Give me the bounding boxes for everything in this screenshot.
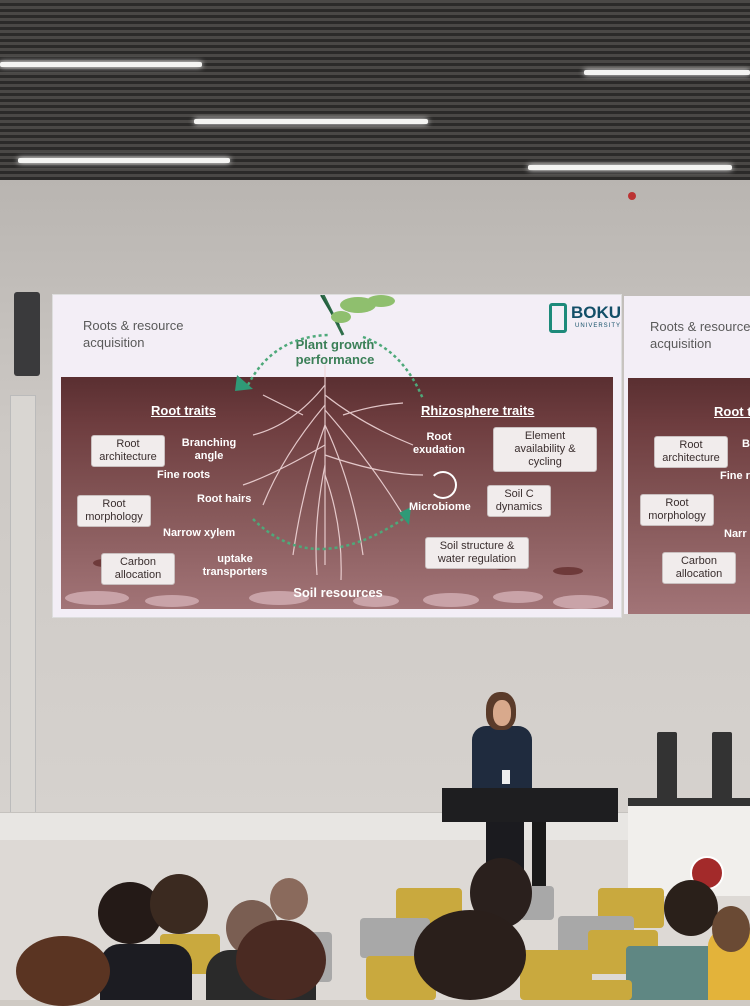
wall-speaker	[14, 292, 40, 376]
label-root-hairs: Root hairs	[197, 493, 252, 505]
ceiling	[0, 0, 750, 180]
box-root-morphology-2: Root morphology	[640, 494, 714, 526]
box-carbon-allocation: Carbon allocation	[101, 553, 175, 585]
boku-logo-icon	[549, 303, 567, 333]
plant-leaves	[320, 295, 395, 336]
logo-subtext: UNIVERSITY	[575, 323, 622, 329]
box-root-architecture: Root architecture	[91, 435, 165, 467]
ceiling-light	[584, 70, 750, 75]
audience-member	[414, 910, 526, 1000]
lanyard-badge	[502, 770, 510, 784]
logo-text: BOKU	[571, 303, 622, 322]
slide2-title-line2: acquisition	[650, 336, 712, 351]
box-carbon-allocation-2: Carbon allocation	[662, 552, 736, 584]
soil-stone	[423, 593, 479, 607]
alarm-light	[628, 192, 636, 200]
label-fine-roots: Fine roots	[157, 469, 211, 481]
soil-stone	[249, 591, 309, 605]
soil-stone	[65, 591, 129, 605]
slide-title-line2: acquisition	[83, 335, 145, 350]
plant-label-line2: performance	[295, 352, 375, 367]
box-soil-c-dynamics: Soil C dynamics	[487, 485, 551, 517]
rhizosphere-traits-heading: Rhizosphere traits	[421, 403, 535, 418]
label-narrow-xylem: Narrow xylem	[163, 527, 236, 539]
ceiling-light	[528, 165, 732, 170]
desk-speaker	[657, 732, 677, 806]
slide-title: Roots & resource acquisition	[83, 317, 183, 351]
box-element-availability: Element availability & cycling	[493, 427, 597, 472]
label-b-partial: B	[742, 438, 750, 450]
box-soil-structure: Soil structure & water regulation	[425, 537, 529, 569]
cycle-arrow-icon	[429, 471, 457, 499]
slide2-title-line1: Roots & resource	[650, 319, 750, 334]
soil-stone	[145, 595, 199, 607]
audience-member	[16, 936, 110, 1006]
root-traits-heading-partial: Root t	[714, 404, 750, 419]
slide-title-line1: Roots & resource	[83, 318, 184, 333]
label-root-exudation: Root exudation	[413, 431, 465, 456]
soil-resources-label: Soil resources	[293, 585, 383, 600]
label-microbiome: Microbiome	[409, 501, 471, 513]
slide2-title: Roots & resource acquisition	[650, 318, 750, 352]
ceiling-light	[18, 158, 230, 163]
audience-member	[712, 906, 750, 952]
audience-member-body	[100, 944, 192, 1000]
label-branching-angle: Branching angle	[181, 437, 237, 462]
plant-label-line1: Plant growth	[295, 337, 375, 352]
wall-pillar	[10, 395, 36, 817]
projection-screen-main: Roots & resource acquisition BOKU UNIVER…	[52, 294, 622, 618]
desk-speaker	[712, 732, 732, 806]
label-fine-roots-partial: Fine r	[720, 470, 750, 482]
root-system	[242, 365, 424, 581]
lectern	[442, 788, 618, 822]
presenter-desk	[628, 798, 750, 896]
soil-stone	[493, 591, 543, 603]
auditorium-seat	[536, 980, 632, 1000]
ceiling-light	[0, 62, 202, 67]
audience-member	[270, 878, 308, 920]
label-narrow-partial: Narr	[724, 528, 747, 540]
auditorium-seat	[626, 946, 712, 1000]
soil-stone	[553, 595, 609, 609]
box-root-morphology: Root morphology	[77, 495, 151, 527]
plant-growth-label: Plant growth performance	[275, 337, 395, 367]
cycle-arrows	[235, 333, 425, 551]
audience-member	[664, 880, 718, 936]
label-uptake-transporters: uptake transporters	[202, 553, 268, 578]
box-root-architecture-2: Root architecture	[654, 436, 728, 468]
root-traits-heading: Root traits	[151, 403, 216, 418]
ceiling-light	[194, 119, 428, 124]
audience-member	[150, 874, 208, 934]
lectern-stand	[532, 822, 546, 892]
audience-member	[236, 920, 326, 1000]
projection-screen-secondary: Roots & resource acquisition Root t Root…	[624, 296, 750, 614]
soil-stone	[553, 567, 583, 575]
soil-stone	[353, 595, 399, 607]
presenter-face	[493, 700, 511, 726]
